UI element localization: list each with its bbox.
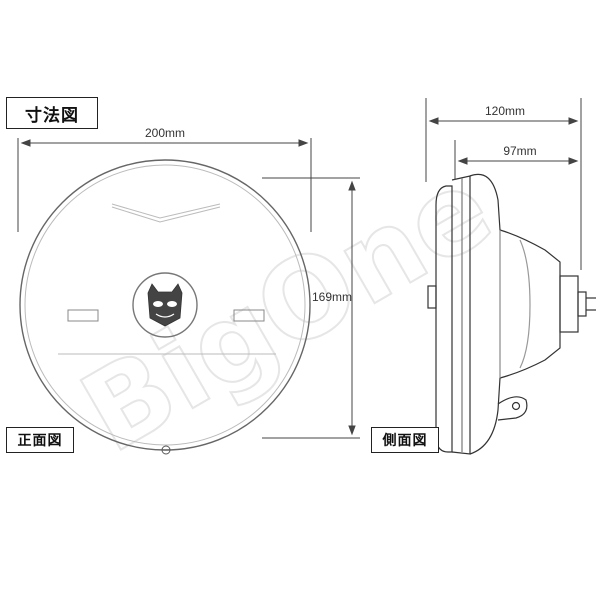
watermark-text: BigOne [61,143,512,477]
front-bottom-screw [161,445,171,455]
side-rear-socket [559,275,579,333]
front-visor-chevron [111,203,221,223]
side-view-drawing [427,173,596,455]
front-right-marker [233,309,265,322]
side-body-depth-dimension [454,140,579,180]
side-total-depth-label: 120mm [485,104,525,118]
front-view-drawing [19,159,311,455]
side-flange [451,175,471,455]
side-mount-ear [497,396,528,421]
front-view-label: 正面図 [6,427,74,453]
side-view-label: 側面図 [371,427,439,453]
cat-face-emblem-icon [132,272,198,338]
watermark: BigOne [60,142,513,478]
side-body-depth-label: 97mm [503,144,536,158]
front-height-label: 169mm [312,290,352,304]
side-total-depth-dimension [425,98,582,270]
front-width-label: 200mm [145,126,185,140]
front-width-dimension [17,138,312,232]
front-height-dimension [262,177,360,439]
front-inner-rim [24,164,306,446]
dimension-drawing-title: 寸法図 [6,97,98,129]
side-front-knob [427,285,437,309]
front-left-marker [67,309,99,322]
